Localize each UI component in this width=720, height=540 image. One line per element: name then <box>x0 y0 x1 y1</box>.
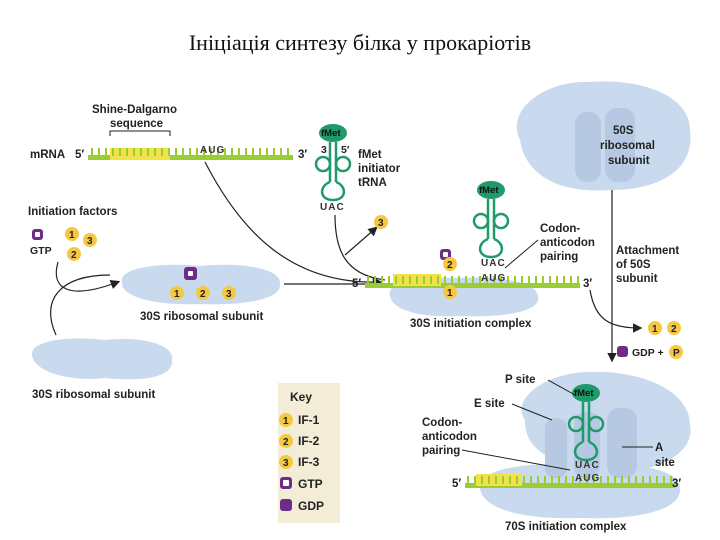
svg-text:3′: 3′ <box>583 278 592 290</box>
s70-initiation-complex: 5′ AUG 3′ fMet UAC P site E site A site … <box>422 371 691 533</box>
if1-released-icon <box>648 321 662 335</box>
svg-text:3: 3 <box>321 144 327 156</box>
svg-text:P: P <box>673 348 680 359</box>
fmet-amino-acid <box>477 181 505 199</box>
svg-text:subunit: subunit <box>616 273 658 285</box>
svg-text:2: 2 <box>447 260 453 271</box>
if2-icon <box>443 257 457 271</box>
aug-codon-top: AUG <box>200 145 225 156</box>
a-site-label-1: A <box>655 442 663 454</box>
svg-text:initiator: initiator <box>358 163 401 175</box>
svg-text:1: 1 <box>174 289 180 300</box>
fmet-initiator-trna: fMet 3 5′ UAC fMet initiator tRNA <box>314 124 401 213</box>
svg-text:IF-3: IF-3 <box>298 455 320 469</box>
shine-dalgarno-label-2: sequence <box>110 118 163 130</box>
s30-initiation-complex-label: 30S initiation complex <box>410 318 532 330</box>
svg-text:2: 2 <box>71 250 77 261</box>
svg-text:fMet: fMet <box>479 185 499 196</box>
a-site-label-2: site <box>655 457 675 469</box>
svg-text:3: 3 <box>283 458 289 469</box>
shine-dalgarno-label-1: Shine-Dalgarno <box>92 104 177 116</box>
slide-title: Ініціація синтезу білка у прокаріотів <box>188 30 532 55</box>
initiation-factors-label: Initiation factors <box>28 206 117 218</box>
svg-text:1: 1 <box>652 324 658 335</box>
svg-text:2: 2 <box>671 324 677 335</box>
e-site-label: E site <box>474 398 505 410</box>
svg-text:5′: 5′ <box>452 478 461 490</box>
svg-text:fMet: fMet <box>321 128 341 139</box>
svg-text:pairing: pairing <box>422 445 460 457</box>
svg-text:fMet: fMet <box>358 149 382 161</box>
s30-subunit-bottom: 30S ribosomal subunit <box>31 338 173 401</box>
if2-icon <box>196 286 210 300</box>
s30-subunit-with-factors: 1 2 3 30S ribosomal subunit <box>121 264 281 323</box>
mrna-strand-top: mRNA 5′ AUG 3′ Shine-Dalgarno sequence <box>30 104 307 161</box>
svg-text:3′: 3′ <box>672 478 681 490</box>
if1-icon <box>170 286 184 300</box>
if3-released-icon <box>374 215 388 229</box>
svg-text:Codon-: Codon- <box>540 223 580 235</box>
svg-text:5′: 5′ <box>341 144 350 156</box>
legend-key: Key 1 IF-1 2 IF-2 3 IF-3 GTP GDP <box>278 383 340 523</box>
aug-codon-bottom: AUG <box>575 473 600 484</box>
svg-text:50S: 50S <box>613 125 634 137</box>
svg-text:Codon-: Codon- <box>422 417 462 429</box>
svg-text:IF-1: IF-1 <box>298 413 320 427</box>
svg-text:2: 2 <box>200 289 206 300</box>
mrna-label: mRNA <box>30 149 65 161</box>
if1-icon <box>443 285 457 299</box>
s70-initiation-complex-label: 70S initiation complex <box>505 521 627 533</box>
svg-text:GDP +: GDP + <box>632 347 664 359</box>
svg-text:1: 1 <box>283 416 289 427</box>
s30-initiation-complex: 5′ AUG 3′ fMet UAC 2 1 Codon- anticodon … <box>352 181 595 330</box>
svg-text:anticodon: anticodon <box>422 431 477 443</box>
svg-text:GTP: GTP <box>298 477 323 491</box>
svg-text:3: 3 <box>378 218 384 229</box>
svg-text:GDP: GDP <box>298 499 324 513</box>
anticodon-bottom: UAC <box>575 460 600 471</box>
svg-text:GTP: GTP <box>30 245 52 257</box>
mrna-5prime: 5′ <box>75 149 84 161</box>
svg-text:Attachment: Attachment <box>616 245 679 257</box>
if2-icon <box>67 247 81 261</box>
svg-text:3: 3 <box>87 236 93 247</box>
fmet-amino-acid <box>319 124 347 142</box>
fmet-amino-acid <box>572 384 600 402</box>
gdp-icon <box>617 346 628 357</box>
phosphate-icon <box>669 345 683 359</box>
svg-text:anticodon: anticodon <box>540 237 595 249</box>
s30-subunit-label-bottom: 30S ribosomal subunit <box>32 389 155 401</box>
svg-text:pairing: pairing <box>540 251 578 263</box>
svg-text:1: 1 <box>447 288 453 299</box>
aug-codon-mid: AUG <box>481 273 506 284</box>
p-site-label: P site <box>505 374 535 386</box>
if1-icon <box>65 227 79 241</box>
anticodon-mid: UAC <box>481 258 506 269</box>
svg-text:of 50S: of 50S <box>616 259 651 271</box>
svg-text:IF-2: IF-2 <box>298 434 320 448</box>
if3-icon <box>83 233 97 247</box>
key-title: Key <box>290 390 312 404</box>
svg-text:2: 2 <box>283 437 289 448</box>
gdp-key-icon <box>280 499 292 511</box>
anticodon-top: UAC <box>320 202 345 213</box>
if3-icon <box>222 286 236 300</box>
initiation-factors: Initiation factors GTP 1 3 2 <box>28 206 117 261</box>
svg-text:5′: 5′ <box>352 278 361 290</box>
svg-text:ribosomal: ribosomal <box>600 140 655 152</box>
mrna-3prime: 3′ <box>298 149 307 161</box>
svg-text:tRNA: tRNA <box>358 177 387 189</box>
svg-text:1: 1 <box>69 230 75 241</box>
s50-subunit: 50S ribosomal subunit <box>516 81 691 191</box>
svg-text:fMet: fMet <box>574 388 594 399</box>
if2-released-icon <box>667 321 681 335</box>
svg-text:subunit: subunit <box>608 155 650 167</box>
svg-text:3: 3 <box>226 289 232 300</box>
s30-subunit-label-top: 30S ribosomal subunit <box>140 311 263 323</box>
